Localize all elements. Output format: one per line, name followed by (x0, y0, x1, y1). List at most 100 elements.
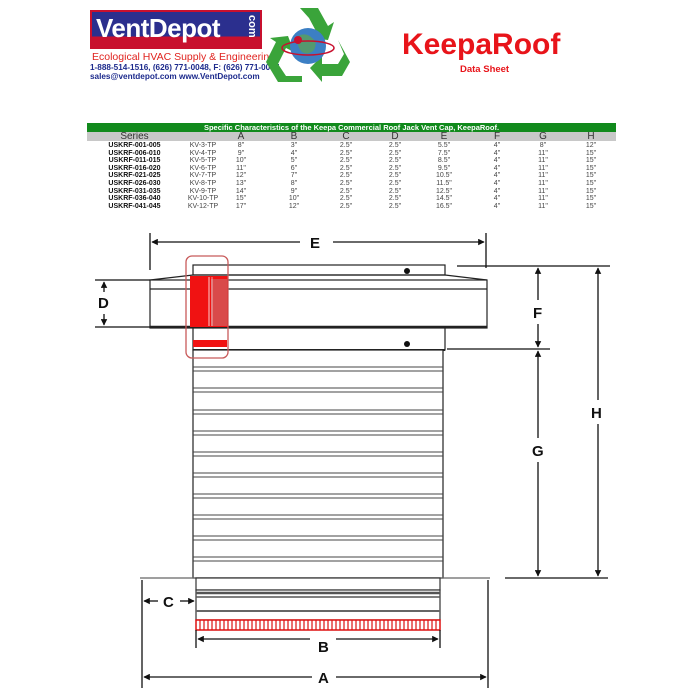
cell-e: 16.5" (435, 202, 453, 210)
cell-f: 4" (493, 149, 501, 157)
cell-model: KV-3-TP (189, 142, 217, 149)
cell-e: 14.5" (435, 195, 453, 203)
cell-c: 2.5" (339, 142, 353, 149)
cell-a: 14" (235, 187, 247, 195)
cell-f: 4" (493, 202, 501, 210)
cell-a: 11" (236, 164, 246, 172)
cell-c: 2.5" (339, 172, 353, 180)
cell-f: 4" (493, 187, 501, 195)
rivet-icon (404, 341, 410, 347)
col-header-series: Series (120, 131, 149, 142)
cell-series: USKRF-001-005 (108, 142, 161, 149)
cell-model: KV-12-TP (187, 202, 219, 210)
table-row: USKRF-006-010 KV-4-TP 9" 4" 2.5" 2.5" 7.… (87, 150, 616, 158)
cell-a: 9" (237, 149, 245, 157)
cell-h: 15" (585, 195, 597, 203)
cell-e: 8.5" (437, 157, 451, 165)
contact-emails: sales@ventdepot.com www.VentDepot.com (90, 72, 260, 81)
cell-d: 2.5" (388, 157, 402, 165)
cell-model: KV-7-TP (189, 172, 217, 180)
cell-series: USKRF-041-045 (108, 202, 161, 210)
cell-series: USKRF-021-025 (108, 172, 161, 180)
cell-f: 4" (493, 164, 501, 172)
page-title: KeepaRoof (402, 28, 561, 61)
table-row: USKRF-011-015 KV-5-TP 10" 5" 2.5" 2.5" 8… (87, 157, 616, 165)
cell-h: 15" (585, 157, 597, 165)
cell-g: 11" (538, 172, 548, 180)
cell-series: USKRF-016-020 (108, 164, 161, 172)
cell-b: 5" (290, 157, 298, 165)
cell-c: 2.5" (339, 202, 353, 210)
cell-b: 6" (290, 164, 298, 172)
cell-f: 4" (493, 172, 501, 180)
cell-a: 10" (235, 157, 247, 165)
dim-label-g: G (532, 443, 544, 460)
cell-b: 10" (288, 195, 300, 203)
cell-a: 8" (237, 142, 245, 149)
cell-c: 2.5" (339, 157, 353, 165)
col-header-g: G (539, 131, 547, 142)
cell-e: 11.5" (436, 179, 452, 187)
cell-h: 15" (585, 172, 597, 180)
table-row: USKRF-031-035 KV-9-TP 14" 9" 2.5" 2.5" 1… (87, 188, 616, 196)
logo-tagline: Ecological HVAC Supply & Engineering (92, 51, 276, 63)
cell-f: 4" (493, 195, 501, 203)
dim-label-h: H (591, 405, 602, 422)
cell-b: 8" (290, 179, 298, 187)
cell-h: 15" (585, 187, 597, 195)
logo-tld: com (246, 15, 258, 38)
cell-a: 15" (235, 195, 247, 203)
cell-h: 12" (585, 142, 597, 149)
cell-h: 15" (585, 179, 597, 187)
cell-e: 12.5" (435, 187, 453, 195)
cell-d: 2.5" (388, 179, 402, 187)
cell-c: 2.5" (339, 195, 353, 203)
cell-c: 2.5" (339, 179, 353, 187)
cell-model: KV-10-TP (187, 195, 219, 203)
table-caption: Specific Characteristics of the Keepa Co… (87, 123, 616, 132)
col-header-b: B (290, 131, 298, 142)
table-row: USKRF-016-020 KV-6-TP 11" 6" 2.5" 2.5" 9… (87, 165, 616, 173)
cell-c: 2.5" (339, 164, 353, 172)
col-header-e: E (440, 131, 448, 142)
mesh-screen (195, 619, 441, 631)
cell-d: 2.5" (388, 164, 402, 172)
cell-series: USKRF-036-040 (108, 195, 161, 203)
cell-model: KV-9-TP (189, 187, 217, 195)
col-header-f: F (493, 131, 501, 142)
cell-e: 5.5" (437, 142, 451, 149)
rivet-icon (404, 268, 410, 274)
table-row: USKRF-036-040 KV-10-TP 15" 10" 2.5" 2.5"… (87, 195, 616, 203)
contact-phones: 1-888-514-1516, (626) 771-0048, F: (626)… (90, 63, 280, 72)
cell-d: 2.5" (388, 149, 402, 157)
cell-b: 3" (290, 142, 298, 149)
cell-d: 2.5" (388, 202, 402, 210)
page-subtitle: Data Sheet (460, 64, 510, 75)
cell-g: 8" (539, 142, 547, 149)
table-row: USKRF-041-045 KV-12-TP 17" 12" 2.5" 2.5"… (87, 203, 616, 211)
cell-e: 9.5" (437, 164, 451, 172)
cell-e: 7.5" (437, 149, 451, 157)
cell-e: 10.5" (435, 172, 453, 180)
cell-g: 11" (538, 149, 548, 157)
cell-model: KV-4-TP (189, 149, 217, 157)
cell-b: 7" (290, 172, 298, 180)
logo-brand: VentDepot (96, 13, 221, 43)
dim-label-c: C (163, 594, 174, 611)
cell-d: 2.5" (388, 172, 402, 180)
cell-model: KV-8-TP (189, 179, 217, 187)
cell-c: 2.5" (339, 187, 353, 195)
cell-g: 11" (538, 179, 548, 187)
cell-a: 17" (235, 202, 247, 210)
cell-model: KV-5-TP (189, 157, 217, 165)
cell-g: 11" (538, 187, 548, 195)
dim-label-a: A (318, 670, 329, 687)
table-body: USKRF-001-005 KV-3-TP 8" 3" 2.5" 2.5" 5.… (87, 142, 616, 210)
cell-d: 2.5" (388, 142, 402, 149)
highlight-callout (185, 255, 229, 359)
cell-series: USKRF-026-030 (108, 179, 161, 187)
cell-g: 11" (538, 202, 548, 210)
table-row: USKRF-001-005 KV-3-TP 8" 3" 2.5" 2.5" 5.… (87, 142, 616, 150)
dim-label-d: D (98, 295, 109, 312)
